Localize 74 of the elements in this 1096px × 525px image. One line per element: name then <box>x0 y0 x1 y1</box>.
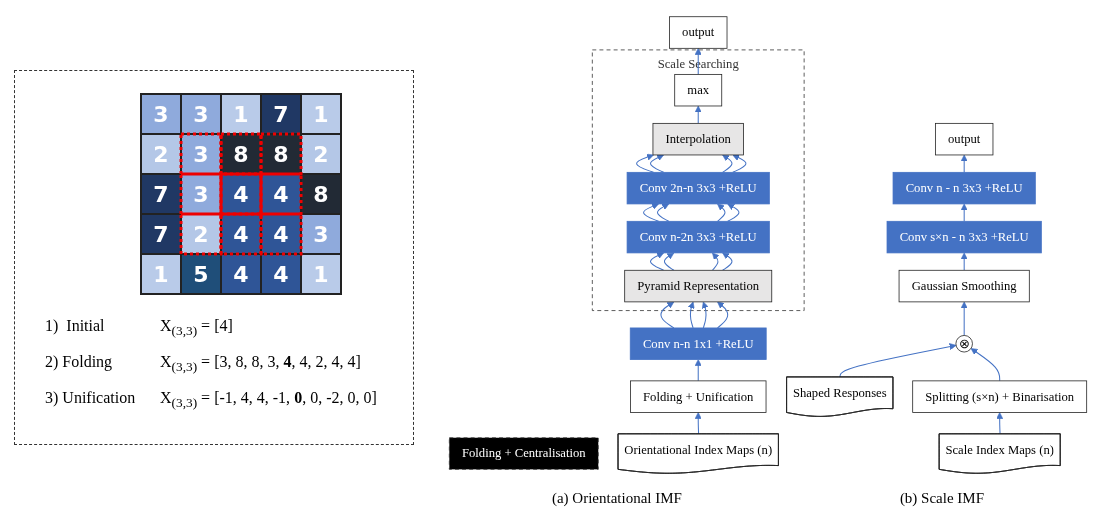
node-box: Conv s×n - n 3x3 +ReLU <box>886 220 1042 254</box>
grid-cell: 3 <box>181 134 221 174</box>
arrow <box>722 252 733 271</box>
grid-cell: 5 <box>181 254 221 294</box>
arrow <box>960 154 968 173</box>
grid-cell: 8 <box>221 134 261 174</box>
grid-cell: 2 <box>141 134 181 174</box>
grid-cell: 7 <box>141 214 181 254</box>
arrow <box>996 412 1004 435</box>
arrow <box>722 154 733 173</box>
grid-cell: 4 <box>261 174 301 214</box>
arrow <box>687 301 695 329</box>
grid-cell: 4 <box>221 174 261 214</box>
arrow <box>839 343 957 378</box>
grid-cell: 7 <box>261 94 301 134</box>
grid-cell: 8 <box>301 174 341 214</box>
grid-cell: 2 <box>181 214 221 254</box>
arrow <box>694 412 702 435</box>
arrow <box>727 203 740 222</box>
step-label: 3) Unification <box>45 389 137 409</box>
grid-cell: 1 <box>301 94 341 134</box>
grid-cell: 8 <box>261 134 301 174</box>
arrow <box>970 348 1001 382</box>
arrow <box>650 252 665 271</box>
node-circle: ⊗ <box>955 335 973 353</box>
arrow <box>636 153 654 173</box>
grid-cell: 3 <box>181 174 221 214</box>
node-box: Conv n - n 3x3 +ReLU <box>892 171 1036 205</box>
arrow <box>732 154 747 173</box>
arrow <box>694 105 702 124</box>
arrow <box>650 154 665 173</box>
grid-cell: 2 <box>301 134 341 174</box>
grid-cell: 1 <box>221 94 261 134</box>
step-label: 1) Initial <box>45 317 106 337</box>
node-box: Folding + Centralisation <box>448 437 599 470</box>
grid-cell: 4 <box>261 214 301 254</box>
arrow <box>701 301 709 329</box>
grid-cell: 7 <box>141 174 181 214</box>
node-box: Conv n-n 1x1 +ReLU <box>629 327 767 360</box>
node-box: Conv 2n-n 3x3 +ReLU <box>626 171 770 205</box>
arrow <box>960 203 968 222</box>
grid-cell: 3 <box>301 214 341 254</box>
arrow <box>656 203 670 222</box>
node-box: Folding + Unification <box>630 380 767 413</box>
node-box: Conv n-2n 3x3 +ReLU <box>626 220 770 254</box>
node-box: Pyramid Representation <box>624 269 773 303</box>
arrow <box>960 252 968 271</box>
grid-cell: 4 <box>221 214 261 254</box>
arrow <box>663 252 675 271</box>
grid-cell: 3 <box>141 94 181 134</box>
step-label: 2) Folding <box>45 353 114 373</box>
arrow <box>960 301 968 336</box>
grid-cell: 3 <box>181 94 221 134</box>
grid-cell: 4 <box>221 254 261 294</box>
formula: X$_{(3,3)}$ = [-1, 4, 4, -1, 0, 0, -2, 0, 0] <box>160 389 377 412</box>
arrow <box>716 203 726 222</box>
arrow <box>716 301 729 329</box>
grid-cell: 4 <box>261 254 301 294</box>
node-box: output <box>669 16 728 49</box>
arrow <box>694 359 702 382</box>
node-box: max <box>674 74 723 107</box>
node-box: Interpolation <box>652 122 744 156</box>
arrow <box>643 203 660 222</box>
arrow <box>711 252 720 271</box>
grid-cell: 1 <box>301 254 341 294</box>
formula: X$_{(3,3)}$ = [3, 8, 8, 3, 4, 4, 2, 4, 4] <box>160 353 361 376</box>
formula: X$_{(3,3)}$ = [4] <box>160 317 233 340</box>
grid-cell: 1 <box>141 254 181 294</box>
caption: (b) Scale IMF <box>899 490 985 507</box>
caption: (a) Orientational IMF <box>551 490 682 507</box>
node-box: Gaussian Smoothing <box>898 269 1030 303</box>
arrow <box>660 301 675 329</box>
node-box: Splitting (s×n) + Binarisation <box>912 380 1088 413</box>
node-box: output <box>935 122 994 156</box>
